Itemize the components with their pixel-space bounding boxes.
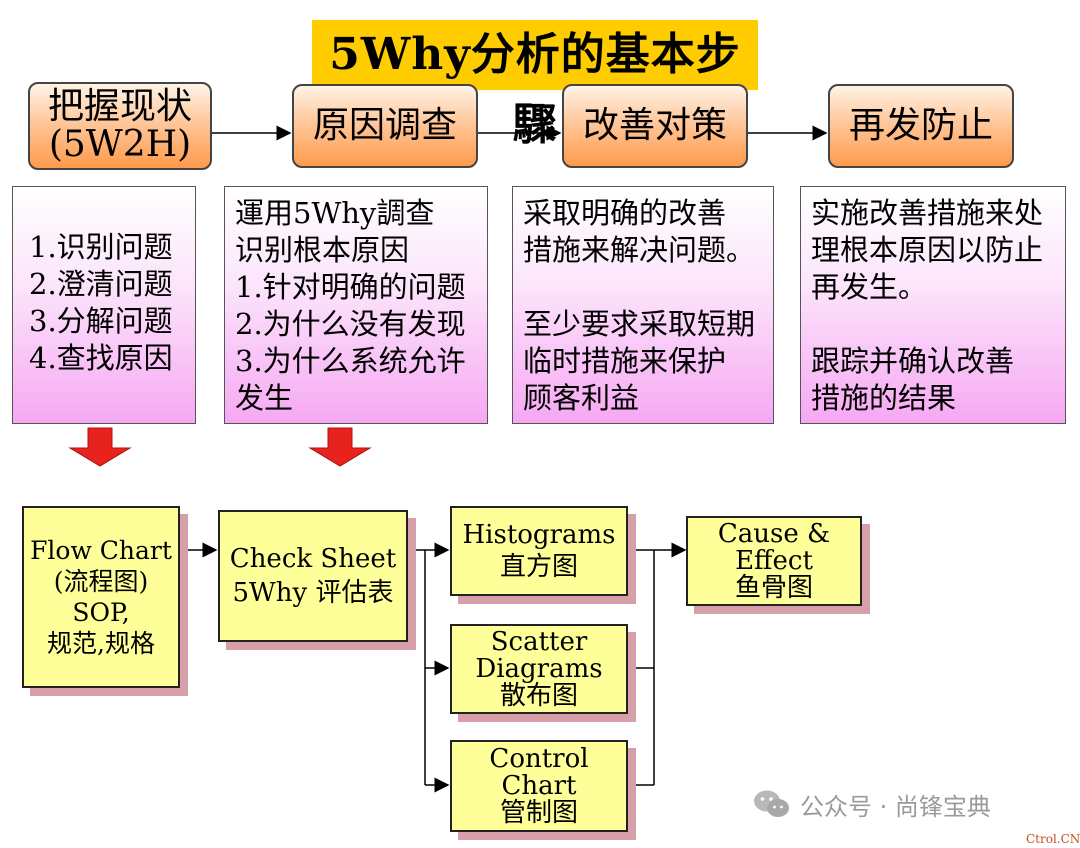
- desc-line: 采取明确的改善: [523, 196, 727, 230]
- desc-line: 2.澄清问题: [29, 267, 173, 301]
- tool-box-flow-chart: Flow Chart (流程图) SOP, 规范,规格: [22, 506, 180, 688]
- tool-line: Histograms: [462, 520, 616, 550]
- desc-box-countermeasure: 采取明确的改善 措施来解决问题。 至少要求采取短期 临时措施来保护 顾客利益: [512, 186, 774, 424]
- tool-line: Cause &: [717, 518, 831, 549]
- desc-line: 1.针对明确的问题: [235, 270, 466, 304]
- desc-line: [523, 269, 763, 306]
- desc-line: 措施的结果: [811, 381, 957, 415]
- tool-box-control-chart: Control Chart 管制图: [450, 740, 628, 832]
- tool-box-scatter-diagrams: Scatter Diagrams 散布图: [450, 624, 628, 714]
- watermark: 公众号 · 尚锋宝典: [752, 786, 991, 822]
- desc-line: 措施来解决问题。: [523, 233, 756, 267]
- desc-line: 2.为什么没有发现: [235, 307, 466, 341]
- tool-line: Flow Chart: [30, 536, 172, 565]
- step-box-countermeasure: 改善对策: [562, 84, 748, 168]
- diagram-title: 5Why分析的基本步驟: [312, 20, 758, 150]
- tool-line: SOP,: [72, 598, 130, 627]
- tool-box-check-sheet: Check Sheet 5Why 评估表: [218, 510, 408, 642]
- step-box-cause-investigation: 原因调查: [292, 84, 478, 168]
- desc-box-grasp-status: 1.识别问题 2.澄清问题 3.分解问题 4.查找原因: [12, 186, 196, 424]
- tool-box-cause-effect: Cause & Effect 鱼骨图: [686, 516, 862, 606]
- red-down-arrow-1: [68, 427, 132, 467]
- tool-line: 5Why 评估表: [232, 578, 394, 608]
- desc-line: 運用5Why調查: [235, 196, 435, 230]
- wechat-icon: [754, 790, 789, 817]
- tool-line: 直方图: [499, 552, 578, 582]
- step-label: 原因调查: [312, 105, 457, 146]
- corner-mark: Ctrol.CN: [1026, 832, 1080, 846]
- step-box-grasp-status: 把握现状 (5W2H): [28, 82, 212, 170]
- tool-line: Check Sheet: [229, 544, 397, 574]
- desc-line: 3.为什么系统允许: [235, 344, 466, 378]
- step-sublabel: (5W2H): [48, 124, 192, 165]
- tool-line: 管制图: [499, 797, 578, 828]
- desc-line: [811, 306, 1055, 343]
- desc-line: 发生: [235, 381, 294, 415]
- desc-line: 识别根本原因: [235, 233, 410, 267]
- step-box-prevent-recurrence: 再发防止: [828, 84, 1014, 168]
- tool-line: 散布图: [499, 680, 578, 711]
- tool-box-histograms: Histograms 直方图: [450, 506, 628, 596]
- desc-line: 临时措施来保护: [523, 344, 727, 378]
- desc-line: 顾客利益: [523, 381, 640, 415]
- desc-line: 理根本原因以防止: [811, 233, 1044, 267]
- tool-line: (流程图): [53, 567, 149, 596]
- step-label: 改善对策: [582, 105, 727, 146]
- desc-line: 至少要求采取短期: [523, 307, 756, 341]
- desc-box-cause-investigation: 運用5Why調查 识别根本原因 1.针对明确的问题 2.为什么没有发现 3.为什…: [224, 186, 488, 424]
- red-down-arrow-2: [308, 427, 372, 467]
- step-label: 再发防止: [848, 105, 993, 146]
- watermark-text: 公众号 · 尚锋宝典: [800, 792, 991, 821]
- tool-line: 鱼骨图: [734, 572, 813, 603]
- tool-line: Effect: [735, 545, 813, 576]
- desc-line: 1.识别问题: [29, 230, 173, 264]
- desc-line: 再发生。: [811, 270, 928, 304]
- tool-line: 规范,规格: [47, 629, 155, 658]
- desc-box-prevent-recurrence: 实施改善措施来处 理根本原因以防止 再发生。 跟踪并确认改善 措施的结果: [800, 186, 1066, 424]
- tool-line: Control: [489, 743, 589, 774]
- desc-line: 3.分解问题: [29, 304, 173, 338]
- tool-line: Diagrams: [475, 653, 603, 684]
- step-label: 把握现状: [47, 86, 192, 127]
- desc-line: 实施改善措施来处: [811, 196, 1044, 230]
- tool-line: Scatter: [490, 626, 588, 657]
- desc-line: 4.查找原因: [29, 341, 173, 375]
- tool-line: Chart: [501, 770, 577, 801]
- desc-line: 跟踪并确认改善: [811, 344, 1015, 378]
